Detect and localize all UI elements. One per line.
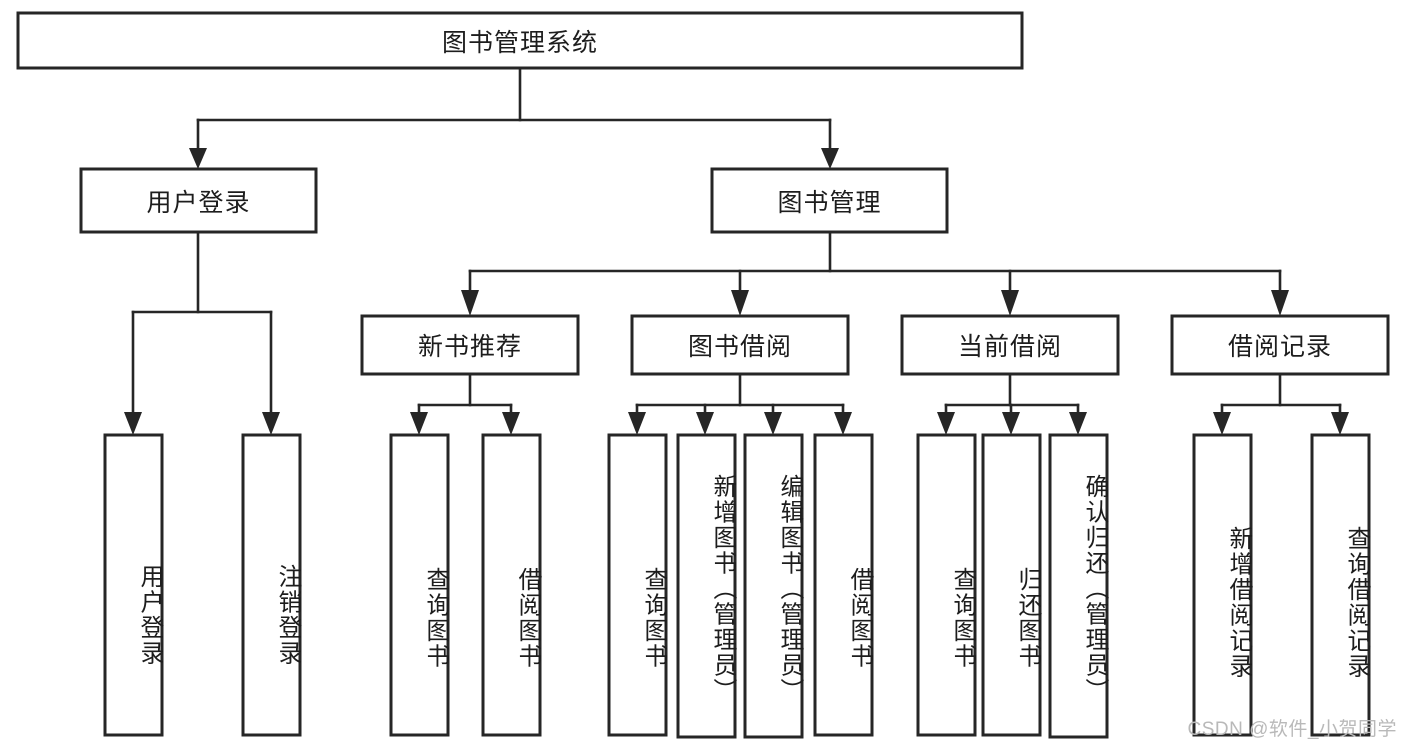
leaf-borrow-borrow-book-box[interactable] [813,433,874,737]
node-book-mgmt-box[interactable] [710,167,949,234]
leaf-cur-query-book-box[interactable] [916,433,977,737]
leaf-rec-query-record-box[interactable] [1310,433,1371,737]
leaf-user-logout-box[interactable] [241,433,302,737]
arrow-to-leaf-rec-add-record [1213,412,1231,435]
arrow-to-book-borrow [731,290,749,316]
arrow-to-leaf-borrow-add-book [696,412,714,435]
arrow-to-leaf-rec-query-book [410,412,428,435]
leaf-borrow-add-book-box[interactable] [676,433,737,739]
arrow-to-borrow-record [1271,290,1289,316]
node-root-box[interactable] [16,11,1024,70]
leaf-borrow-query-book-box[interactable] [607,433,668,737]
arrow-to-leaf-cur-confirm-return [1069,412,1087,435]
arrow-to-leaf-cur-query-book [937,412,955,435]
arrow-to-leaf-cur-return-book [1002,412,1020,435]
arrow-to-leaf-rec-query-record [1331,412,1349,435]
leaf-cur-return-book-box[interactable] [981,433,1042,737]
arrow-to-leaf-borrow-edit-book [764,412,782,435]
arrow-to-leaf-user-login [124,412,142,435]
leaf-rec-borrow-book-box[interactable] [481,433,542,737]
node-new-book-rec-box[interactable] [360,314,580,376]
leaf-user-login-box[interactable] [103,433,164,737]
arrow-to-book-mgmt [821,148,839,169]
leaf-cur-confirm-return-box[interactable] [1048,433,1109,739]
node-current-borrow-box[interactable] [900,314,1120,376]
arrow-to-current-borrow [1001,290,1019,316]
arrow-to-leaf-borrow-borrow-book [834,412,852,435]
connector-layer [124,66,1349,435]
node-book-borrow-box[interactable] [630,314,850,376]
leaf-rec-query-book-box[interactable] [389,433,450,737]
arrow-to-new-book-rec [461,290,479,316]
node-layer [16,11,1390,739]
arrow-to-user-login [189,148,207,169]
csdn-watermark: CSDN @软件_小贺同学 [1187,719,1397,740]
arrow-to-leaf-borrow-query-book [628,412,646,435]
node-user-login-box[interactable] [79,167,318,234]
node-borrow-record-box[interactable] [1170,314,1390,376]
arrow-to-leaf-user-logout [262,412,280,435]
arrow-to-leaf-rec-borrow-book [502,412,520,435]
leaf-borrow-edit-book-box[interactable] [743,433,804,739]
leaf-rec-add-record-box[interactable] [1192,433,1253,737]
